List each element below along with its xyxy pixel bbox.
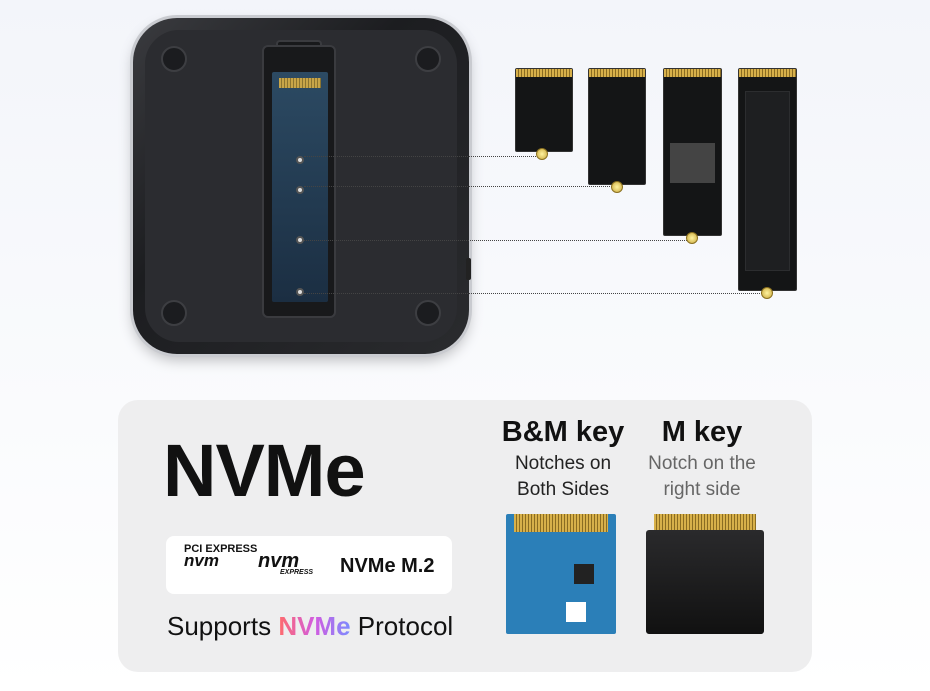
ssd-heatsink: [745, 91, 790, 271]
ssd-2230: [515, 68, 573, 152]
screw-icon: [536, 148, 548, 160]
ssd-2280: [738, 68, 797, 291]
screw-hole-2260: [296, 236, 304, 244]
m-key-title: M key: [661, 416, 743, 448]
guide-line-2230: [304, 156, 540, 157]
rubber-foot: [415, 46, 441, 72]
screw-icon: [611, 181, 623, 193]
rubber-foot: [415, 300, 441, 326]
screw-hole-2242: [296, 186, 304, 194]
m-key-ssd-image: [646, 514, 764, 634]
chip: [574, 564, 594, 584]
supports-protocol-text: Supports NVMe Protocol: [167, 611, 454, 641]
nvme-title: NVMe: [163, 429, 366, 512]
ssd-2242: [588, 68, 646, 185]
bm-key-ssd-image: [506, 514, 616, 634]
rubber-foot: [161, 300, 187, 326]
ssd-chip: [670, 143, 715, 183]
screw-hole-2230: [296, 156, 304, 164]
qr-label: [566, 602, 586, 622]
side-button: [466, 258, 471, 280]
guide-line-2242: [304, 186, 614, 187]
screw-icon: [686, 232, 698, 244]
m2-connector: [279, 78, 321, 88]
screw-hole-2280: [296, 288, 304, 296]
ssd-2260: [663, 68, 722, 236]
bm-key-title: B&M key: [501, 416, 625, 448]
guide-line-2280: [304, 293, 764, 294]
nvme-m2-label: NVMe M.2: [340, 555, 435, 577]
rubber-foot: [161, 46, 187, 72]
guide-line-2260: [304, 240, 689, 241]
screw-icon: [761, 287, 773, 299]
